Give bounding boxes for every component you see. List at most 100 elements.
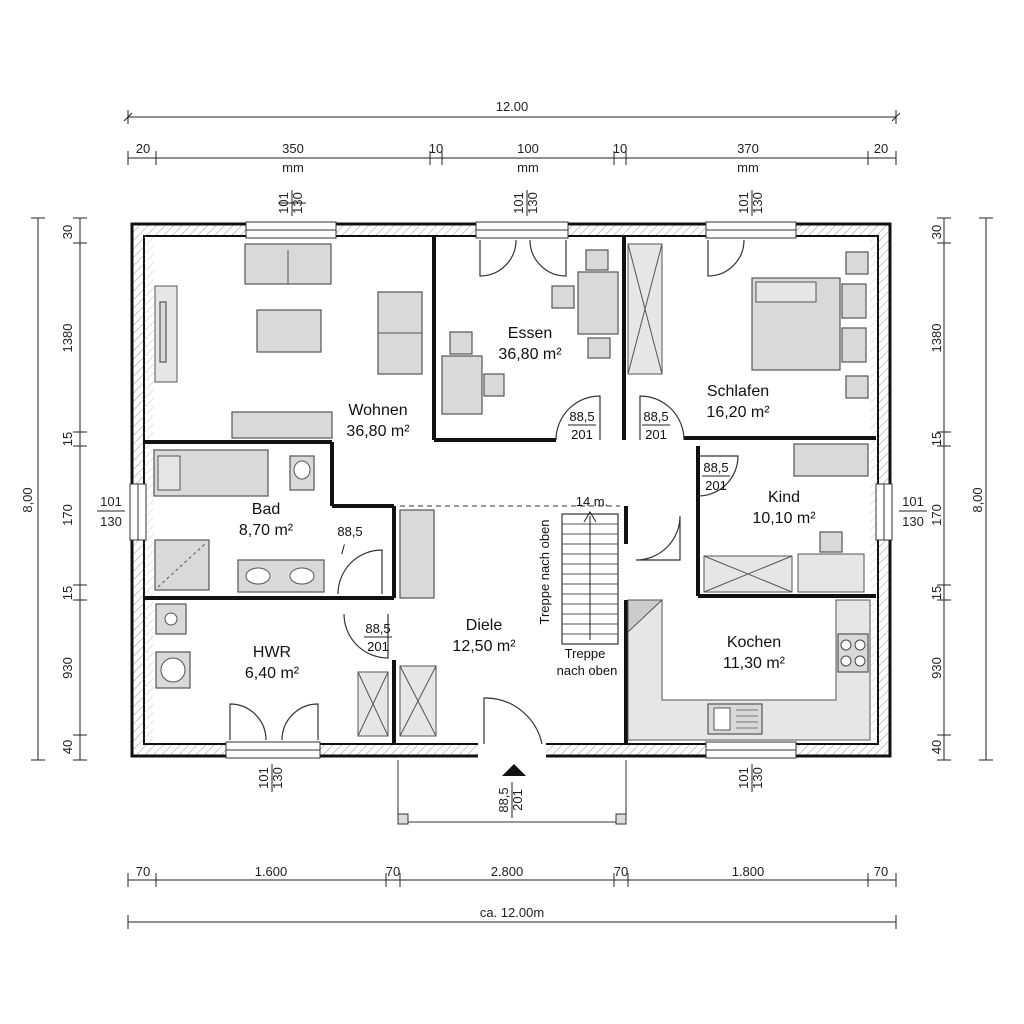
window-label-top-left: 101 130 bbox=[276, 192, 306, 214]
entrance-porch: 88,5 201 bbox=[397, 760, 627, 825]
bottom-dim-seg-5: 70 bbox=[614, 864, 628, 879]
room-wohnen-area: 36,80 m² bbox=[346, 423, 410, 440]
hwr-furniture bbox=[155, 603, 389, 737]
stairs-steps-label: 14 m. bbox=[576, 494, 609, 509]
svg-text:88,5: 88,5 bbox=[496, 787, 511, 812]
door-label-essen: 88,5 201 bbox=[568, 409, 596, 442]
stairs-vertical-label: Treppe nach oben bbox=[537, 519, 552, 624]
svg-text:201: 201 bbox=[645, 427, 667, 442]
dining-table bbox=[577, 271, 619, 335]
top-dim-seg-5: 10 bbox=[613, 141, 627, 156]
right-dimensions: 8,00 30 1380 15 170 15 930 40 bbox=[929, 217, 993, 761]
chair bbox=[483, 373, 505, 397]
left-dimensions: 8,00 30 1380 15 170 15 930 40 bbox=[20, 217, 87, 761]
tv bbox=[159, 301, 167, 363]
entrance-door-label: 88,5 201 bbox=[496, 787, 525, 812]
svg-text:201: 201 bbox=[510, 789, 525, 811]
kitchen-counter bbox=[627, 599, 871, 741]
top-dim-seg-4: 100 bbox=[517, 141, 539, 156]
svg-text:130: 130 bbox=[750, 767, 765, 789]
left-dim-seg-6: 930 bbox=[60, 657, 75, 679]
svg-text:130: 130 bbox=[100, 514, 122, 529]
left-dim-seg-5: 15 bbox=[60, 586, 75, 600]
chair bbox=[551, 285, 575, 309]
svg-text:101: 101 bbox=[256, 767, 271, 789]
nightstand bbox=[845, 251, 869, 275]
left-dim-seg-4: 170 bbox=[60, 504, 75, 526]
room-bad-area: 8,70 m² bbox=[239, 522, 294, 539]
bottom-dimensions: 70 1.600 70 2.800 70 1.800 70 ca. 12.00m bbox=[127, 864, 897, 929]
right-dim-seg-5: 15 bbox=[929, 586, 944, 600]
svg-text:201: 201 bbox=[367, 639, 389, 654]
room-hwr-name: HWR bbox=[253, 644, 291, 661]
doors bbox=[229, 239, 745, 745]
sideboard bbox=[231, 411, 333, 439]
nightstand bbox=[845, 375, 869, 399]
room-kind-name: Kind bbox=[768, 489, 800, 506]
left-dim-seg-7: 40 bbox=[60, 740, 75, 754]
bad-furniture bbox=[153, 449, 325, 593]
door-entrance bbox=[483, 697, 543, 745]
room-wohnen-name: Wohnen bbox=[348, 402, 407, 419]
room-diele-name: Diele bbox=[466, 617, 503, 634]
door-label-kind: 88,5 201 bbox=[702, 460, 730, 493]
svg-text:101: 101 bbox=[902, 494, 924, 509]
room-diele-area: 12,50 m² bbox=[452, 638, 516, 655]
pillow bbox=[841, 283, 867, 319]
right-dim-seg-4: 170 bbox=[929, 504, 944, 526]
right-total-dimension: 8,00 bbox=[970, 487, 985, 512]
svg-text:88,5: 88,5 bbox=[337, 524, 362, 539]
svg-text:130: 130 bbox=[290, 192, 305, 214]
room-essen-name: Essen bbox=[508, 325, 552, 342]
door-schlafen bbox=[639, 395, 685, 441]
diele-furniture bbox=[399, 509, 437, 737]
door-label-bad: 88,5 / bbox=[337, 524, 362, 557]
room-kind-area: 10,10 m² bbox=[752, 510, 816, 527]
desk-chair bbox=[819, 531, 843, 553]
room-kochen-area: 11,30 m² bbox=[723, 655, 786, 672]
room-schlafen-area: 16,20 m² bbox=[706, 404, 770, 421]
svg-text:101: 101 bbox=[511, 192, 526, 214]
svg-text:201: 201 bbox=[571, 427, 593, 442]
left-total-dimension: 8,00 bbox=[20, 487, 35, 512]
right-dim-seg-6: 930 bbox=[929, 657, 944, 679]
svg-text:/: / bbox=[341, 542, 345, 557]
top-total-dimension: 12.00 bbox=[496, 99, 529, 114]
stairs: 14 m. Treppe nach oben Treppe nach oben bbox=[537, 494, 619, 678]
bottom-dim-seg-4: 2.800 bbox=[491, 864, 524, 879]
stairs-label-line1: Treppe bbox=[565, 646, 606, 661]
interior-walls bbox=[144, 236, 876, 744]
door-bad bbox=[337, 549, 383, 595]
coffee-table bbox=[256, 309, 322, 353]
top-dim-unit-2: mm bbox=[517, 160, 539, 175]
left-dim-seg-2: 1380 bbox=[60, 324, 75, 353]
svg-text:201: 201 bbox=[705, 478, 727, 493]
bottom-dim-seg-2: 1.600 bbox=[255, 864, 288, 879]
bottom-dim-seg-7: 70 bbox=[874, 864, 888, 879]
svg-text:130: 130 bbox=[525, 192, 540, 214]
window-label-bottom-right: 101 130 bbox=[736, 767, 765, 789]
room-kochen-name: Kochen bbox=[727, 634, 781, 651]
top-dim-seg-1: 20 bbox=[136, 141, 150, 156]
left-dim-seg-3: 15 bbox=[60, 432, 75, 446]
schlafen-furniture bbox=[751, 251, 869, 399]
window-label-top-mid: 101 130 bbox=[511, 192, 540, 214]
room-hwr-area: 6,40 m² bbox=[245, 665, 300, 682]
window-label-left: 101 130 bbox=[97, 494, 125, 529]
room-essen-area: 36,80 m² bbox=[498, 346, 562, 363]
top-dim-seg-7: 20 bbox=[874, 141, 888, 156]
door-kind bbox=[697, 455, 739, 497]
top-dim-unit-1: mm bbox=[282, 160, 304, 175]
svg-text:88,5: 88,5 bbox=[365, 621, 390, 636]
diele-wardrobe bbox=[399, 509, 435, 599]
right-dim-seg-7: 40 bbox=[929, 740, 944, 754]
svg-text:101: 101 bbox=[100, 494, 122, 509]
chair bbox=[449, 331, 473, 355]
top-dim-unit-3: mm bbox=[737, 160, 759, 175]
bottom-dim-seg-6: 1.800 bbox=[732, 864, 765, 879]
svg-text:130: 130 bbox=[270, 767, 285, 789]
pillow bbox=[841, 327, 867, 363]
door-label-hwr: 88,5 201 bbox=[364, 621, 392, 654]
right-dim-seg-2: 1380 bbox=[929, 324, 944, 353]
